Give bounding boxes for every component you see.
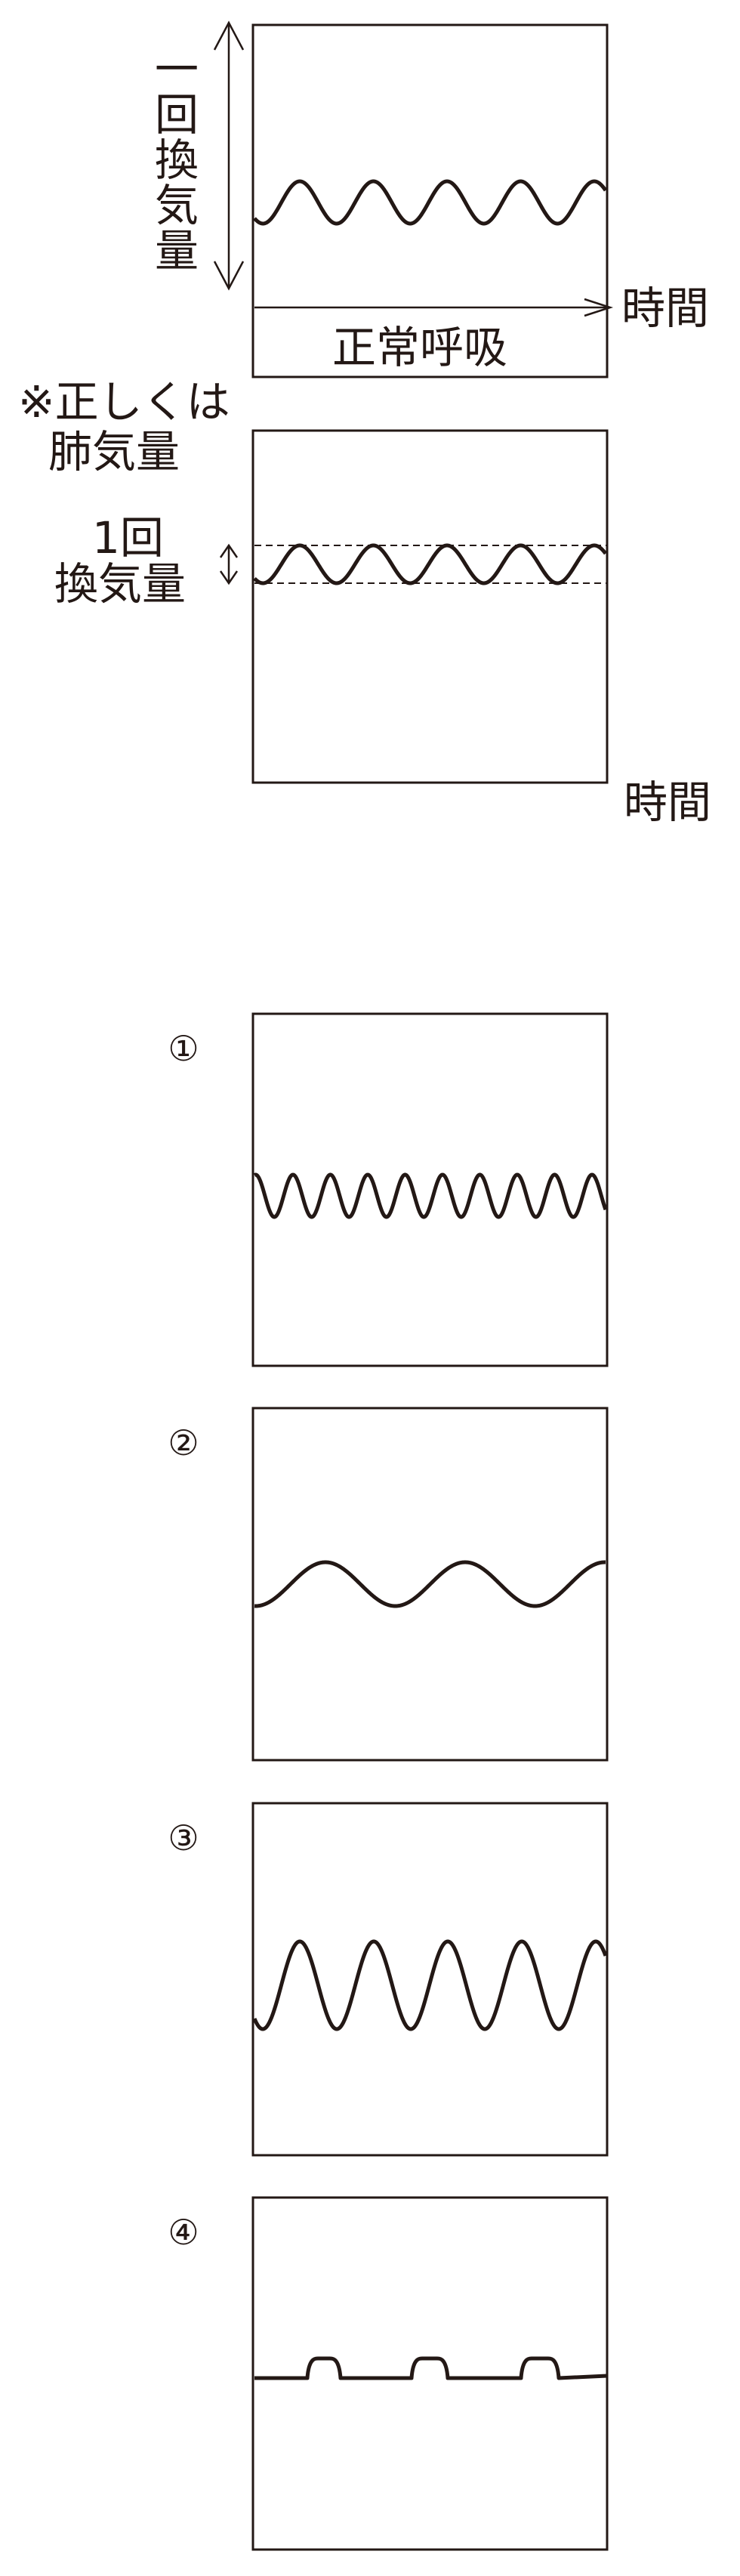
y-label-char: 回 — [155, 89, 199, 141]
y-label-char: 換 — [155, 134, 199, 186]
y-label-char: 一 — [155, 44, 199, 95]
option-3-wave — [252, 1939, 608, 2031]
option-1-panel: ① — [168, 1012, 609, 1367]
normal-breathing-panel: 一 回 換 気 量 時間 正常呼吸 — [155, 20, 709, 378]
option-3-frame — [251, 1802, 609, 2157]
normal-wave — [253, 179, 608, 226]
x-axis-label: 時間 — [624, 777, 711, 828]
option-label: ③ — [168, 1818, 199, 1858]
option-label: ① — [168, 1028, 199, 1069]
option-label: ④ — [168, 2212, 199, 2253]
y-label-char: 量 — [155, 225, 199, 276]
y-axis-label: 一 回 換 気 量 — [155, 44, 199, 276]
option-label: ② — [168, 1422, 199, 1463]
x-axis-arrow — [254, 298, 614, 317]
correction-panel: ※正しくは 肺気量 1回 換気量 時間 — [18, 376, 711, 828]
option-2-wave — [253, 1560, 607, 1608]
correction-wave — [253, 543, 607, 585]
option-2-frame — [251, 1407, 609, 1762]
option-4-frame — [251, 2196, 609, 2551]
tidal-volume-label: 1回 — [92, 512, 164, 564]
x-axis-label: 時間 — [621, 283, 709, 334]
correction-graph-frame — [251, 429, 609, 784]
normal-caption: 正常呼吸 — [332, 322, 507, 373]
option-3-panel: ③ — [168, 1802, 609, 2157]
correction-note: ※正しくは — [18, 376, 230, 428]
option-1-wave — [253, 1172, 608, 1219]
tidal-volume-label: 換気量 — [54, 558, 186, 610]
option-4-panel: ④ — [168, 2196, 609, 2551]
y-axis-double-arrow — [213, 20, 245, 291]
correction-note-lung-volume: 肺気量 — [48, 426, 180, 477]
normal-graph-frame — [251, 23, 609, 378]
option-4-wave — [254, 2356, 608, 2380]
option-1-frame — [251, 1012, 609, 1367]
y-label-char: 気 — [155, 180, 199, 231]
tidal-volume-double-arrow — [219, 543, 239, 585]
option-2-panel: ② — [168, 1407, 609, 1762]
